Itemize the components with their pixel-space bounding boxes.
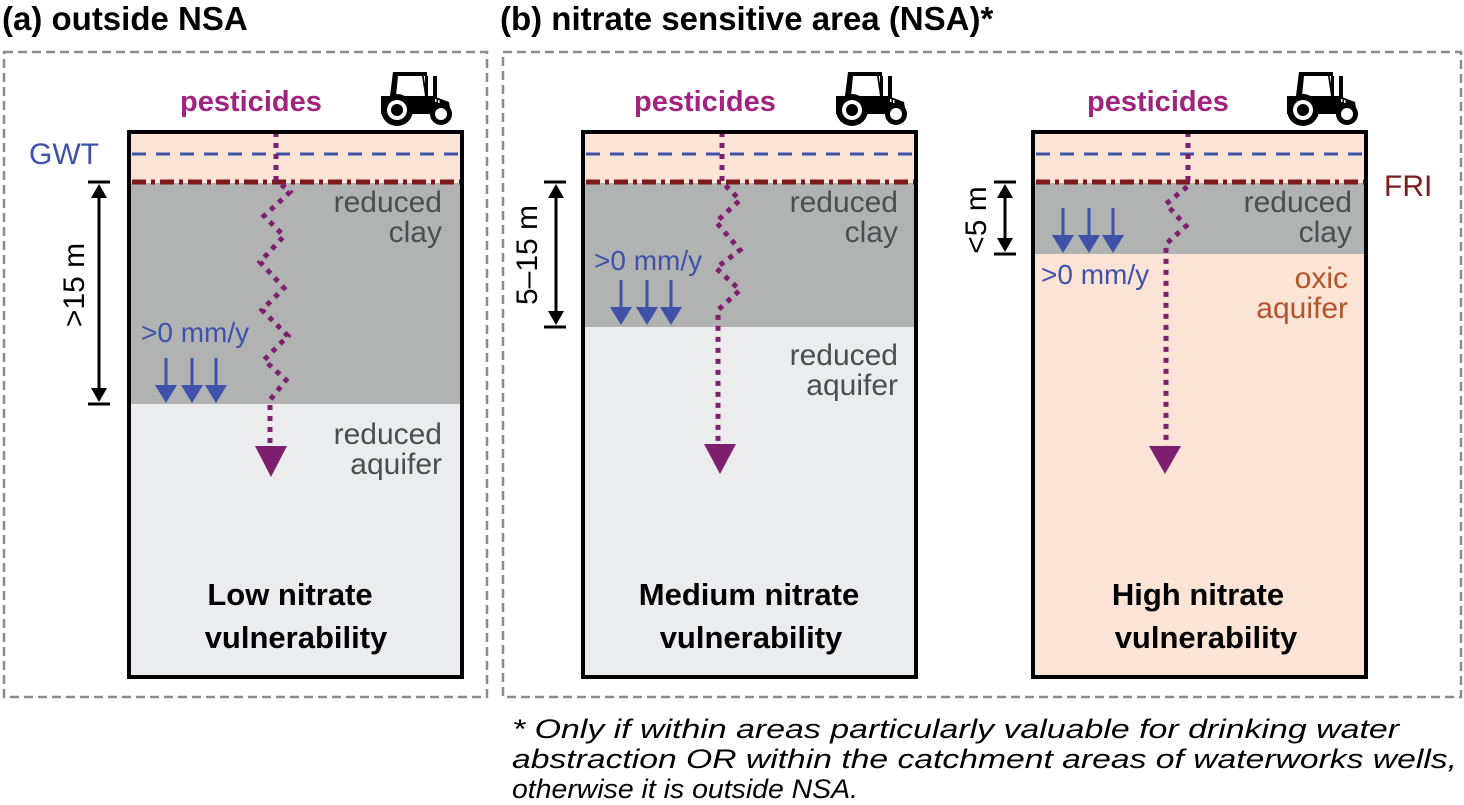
recharge-arrows [610, 280, 682, 325]
vulnerability-label-2: vulnerability [660, 620, 843, 655]
lower-layer-label-1: reduced [790, 339, 898, 372]
pesticides-label: pesticides [180, 86, 322, 118]
clay-zone [129, 183, 462, 404]
footnote-line-2: abstraction OR within the catchment area… [512, 744, 1457, 774]
panel-border [127, 130, 464, 679]
gwt-label: GWT [29, 138, 99, 171]
lower-layer-label-1: oxic [1295, 262, 1348, 295]
upper-layer-label-1: reduced [1244, 186, 1352, 219]
pesticide-path [256, 132, 294, 446]
clay-thickness-label: >15 m [58, 243, 91, 327]
depth-dimension [544, 180, 566, 329]
heading-nsa: (b) nitrate sensitive area (NSA)* [500, 0, 993, 37]
recharge-arrows [1052, 208, 1124, 253]
vulnerability-label-2: vulnerability [205, 620, 388, 655]
depth-dimension [88, 180, 110, 406]
pesticide-path [1162, 132, 1191, 448]
tractor-icon [836, 72, 907, 126]
lower-layer-label-2: aquifer [806, 369, 898, 402]
footnote: * Only if within areas particularly valu… [512, 714, 1457, 804]
vulnerability-label-2: vulnerability [1115, 620, 1298, 655]
clay-thickness-label: <5 m [960, 186, 993, 254]
pesticide-arrowhead [704, 444, 736, 474]
tractor-icon [381, 72, 452, 126]
frame-outside-nsa [2, 50, 489, 699]
pesticide-arrowhead [1149, 446, 1181, 474]
panel-border [581, 130, 918, 679]
clay-thickness-label: 5–15 m [511, 205, 544, 305]
recharge-label: >0 mm/y [1041, 259, 1149, 290]
panel-medium: >0 mm/y reduced clay reduced aquifer Med… [511, 72, 918, 679]
vulnerability-label-1: Low nitrate [207, 577, 372, 612]
recharge-label: >0 mm/y [141, 317, 249, 348]
pesticide-path [712, 132, 744, 448]
vulnerability-label-1: High nitrate [1112, 577, 1284, 612]
tractor-icon [1287, 72, 1358, 126]
oxic-unsaturated-zone [583, 132, 916, 182]
lower-layer-label-2: aquifer [350, 448, 442, 481]
panel-border [1031, 130, 1368, 679]
upper-layer-label-1: reduced [334, 186, 442, 219]
fri-label: FRI [1384, 170, 1432, 203]
recharge-arrows [155, 358, 227, 403]
footnote-line-3: otherwise it is outside NSA. [512, 774, 858, 804]
oxic-unsaturated-zone [129, 132, 462, 182]
upper-layer-label-2: clay [845, 216, 898, 249]
upper-layer-label-1: reduced [790, 186, 898, 219]
pesticides-label: pesticides [1087, 86, 1229, 118]
heading-outside-nsa: (a) outside NSA [2, 0, 248, 37]
upper-layer-label-2: clay [1299, 216, 1352, 249]
pesticides-label: pesticides [634, 86, 776, 118]
recharge-label: >0 mm/y [594, 245, 702, 276]
depth-dimension [994, 180, 1016, 256]
frame-nsa [501, 50, 1463, 699]
clay-zone [583, 183, 916, 327]
lower-layer-label-1: reduced [334, 418, 442, 451]
footnote-line-1: * Only if within areas particularly valu… [512, 714, 1400, 744]
panel-high: >0 mm/y reduced clay oxic aquifer High n… [960, 72, 1432, 679]
upper-layer-label-2: clay [389, 216, 442, 249]
lower-layer-label-2: aquifer [1256, 292, 1348, 325]
vulnerability-label-1: Medium nitrate [639, 577, 859, 612]
pesticide-arrowhead [255, 446, 287, 477]
panel-low: >0 mm/y reduced clay reduced aquifer Low… [29, 72, 464, 679]
